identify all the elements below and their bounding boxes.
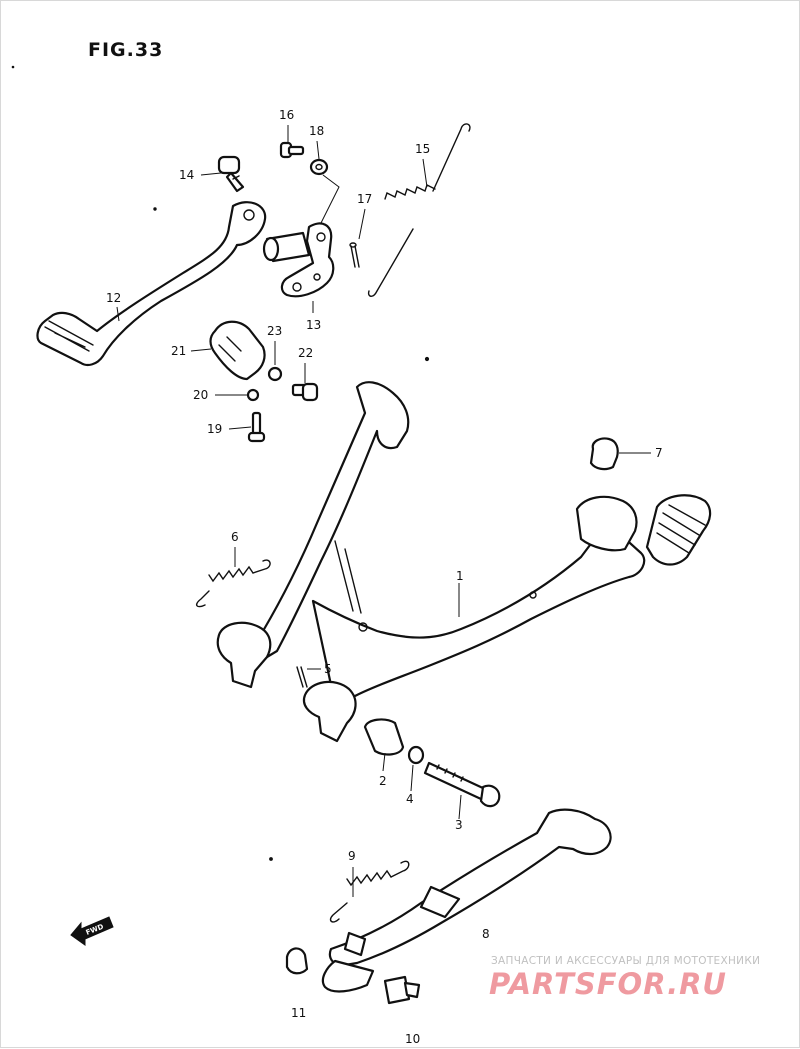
callout-15: 15 <box>415 142 431 156</box>
cotter-pin-17-part <box>349 242 360 268</box>
bushing-2-part <box>363 718 405 756</box>
callout-19: 19 <box>207 422 223 436</box>
bolt-16-part <box>279 141 305 159</box>
callout-1: 1 <box>456 569 464 583</box>
rubber-cap-7-part <box>589 437 619 471</box>
fwd-arrow-icon: FWD <box>70 916 114 946</box>
callout-16: 16 <box>279 108 295 122</box>
center-stand-1-part <box>216 381 712 743</box>
pin-19-part <box>247 411 266 443</box>
callout-22: 22 <box>298 346 314 360</box>
bracket-21-part <box>209 320 266 381</box>
spring-9-part <box>329 860 410 923</box>
callout-5: 5 <box>324 662 332 676</box>
callout-12: 12 <box>106 291 122 305</box>
spring-15-part <box>367 123 471 297</box>
side-stand-8-part <box>321 808 612 993</box>
callout-20: 20 <box>193 388 209 402</box>
callout-14: 14 <box>179 168 195 182</box>
bolt-22-part <box>291 382 319 402</box>
callout-18: 18 <box>309 124 325 138</box>
lever-shaft-13-part <box>262 222 335 298</box>
washer-20-part <box>246 388 260 402</box>
bolt-14-part <box>217 155 245 193</box>
watermark-subtitle: ЗАПЧАСТИ И АКСЕССУАРЫ ДЛЯ МОТОТЕХНИКИ <box>491 955 761 967</box>
bolt-10-part <box>383 975 421 1005</box>
callout-4: 4 <box>406 792 414 806</box>
callout-10: 10 <box>405 1032 421 1046</box>
callout-6: 6 <box>231 530 239 544</box>
callout-9: 9 <box>348 849 356 863</box>
callout-8: 8 <box>482 927 490 941</box>
nut-4-part <box>407 745 425 765</box>
nut-11-part <box>285 947 309 975</box>
leader-lines <box>116 125 651 897</box>
callout-7: 7 <box>655 446 663 460</box>
watermark-logo: PARTSFOR.RU <box>489 967 727 1001</box>
cotter-pin-5-part <box>296 666 308 688</box>
brake-pedal-part <box>36 201 267 367</box>
nut-23-part <box>267 366 283 382</box>
bolt-3-part <box>423 761 501 808</box>
callout-2: 2 <box>379 774 387 788</box>
callout-13: 13 <box>306 318 322 332</box>
callout-21: 21 <box>171 344 187 358</box>
callout-11: 11 <box>291 1006 307 1020</box>
callout-23: 23 <box>267 324 283 338</box>
spring-6-part <box>195 559 271 608</box>
callout-3: 3 <box>455 818 463 832</box>
washer-18-part <box>309 158 329 176</box>
callout-17: 17 <box>357 192 373 206</box>
figure-title: FIG.33 <box>88 39 164 61</box>
